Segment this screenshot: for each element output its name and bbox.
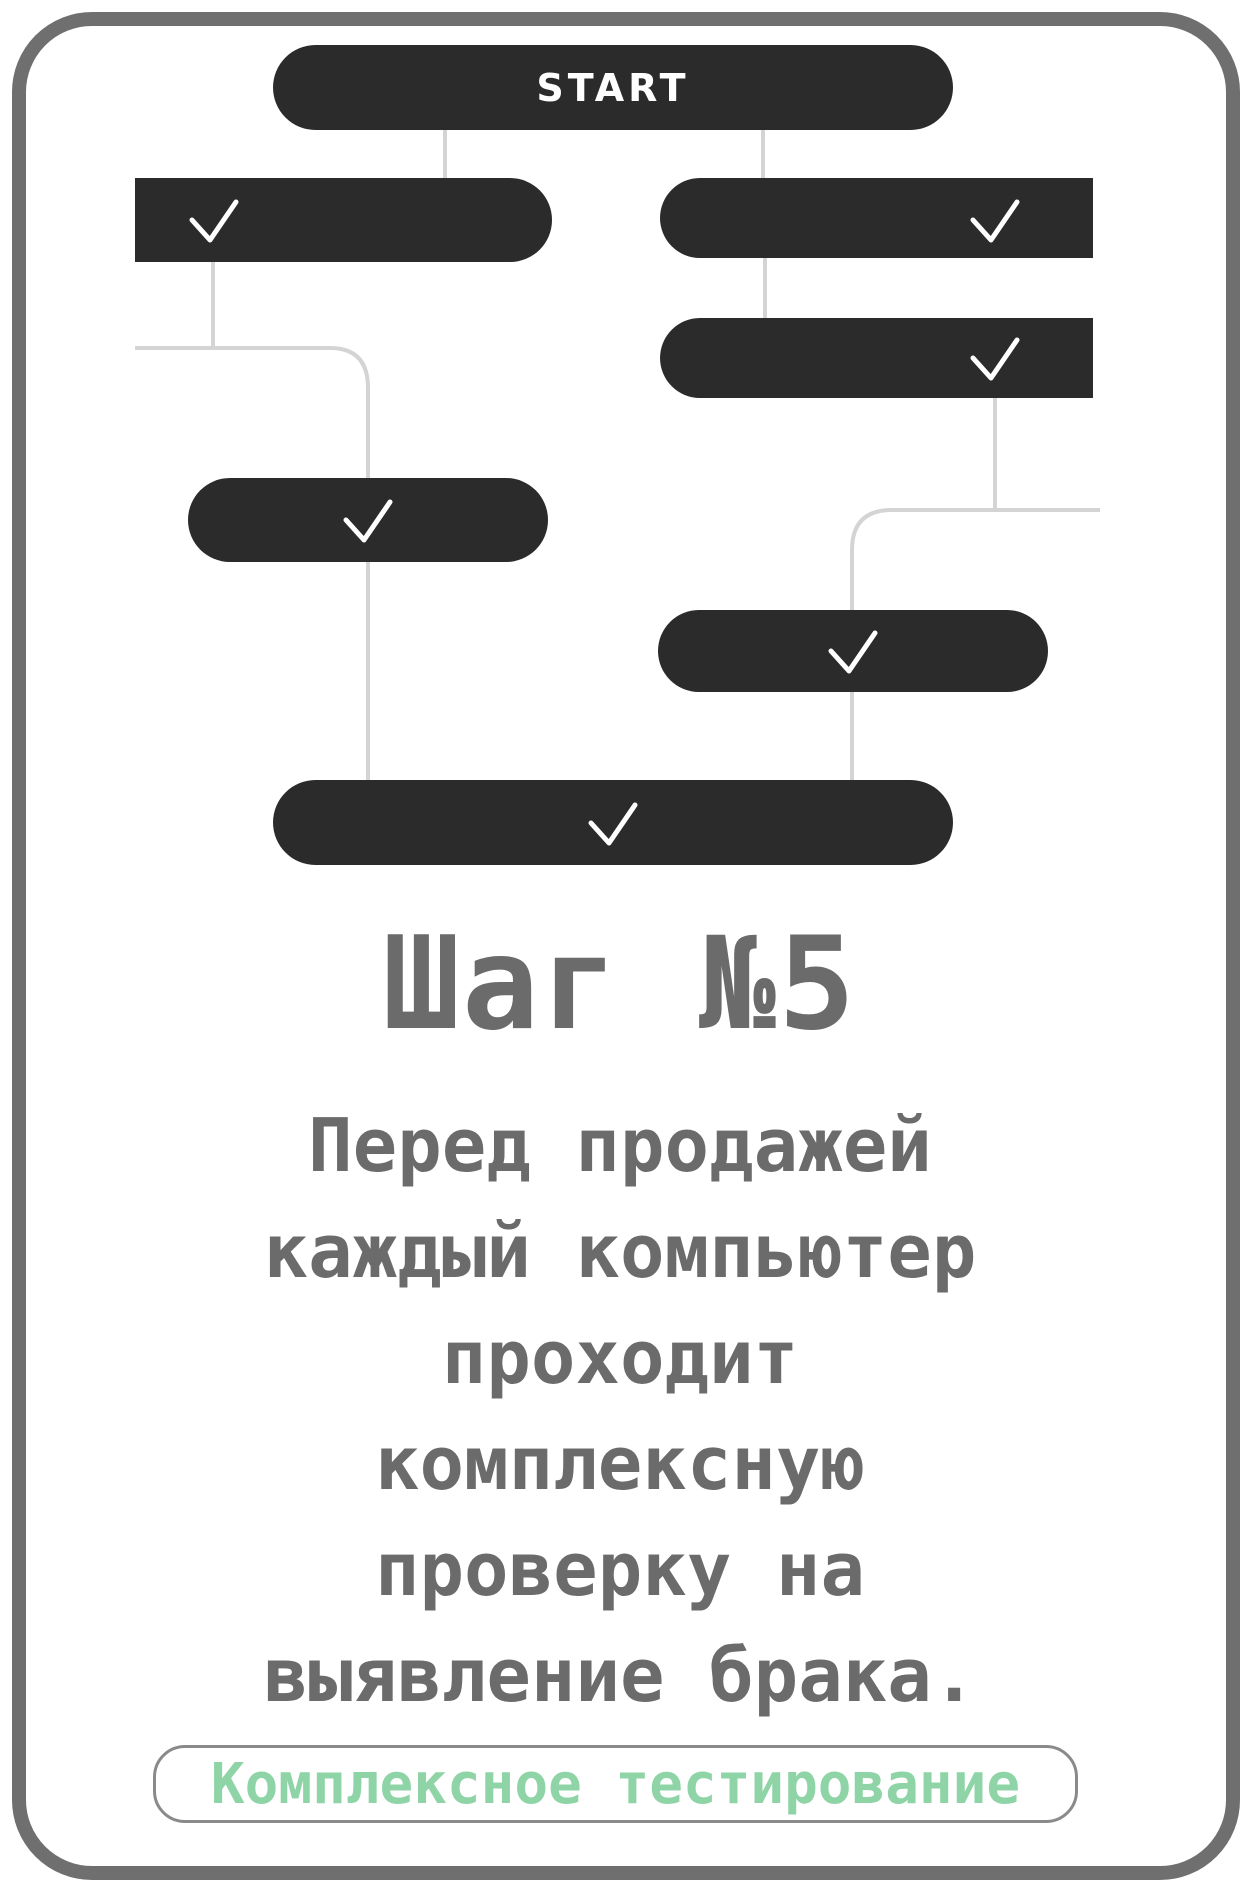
description-line: проверку на: [374, 1527, 866, 1613]
start-node: [273, 45, 953, 130]
flow-node-left-2: [188, 478, 548, 562]
step-description: Перед продажей каждый компьютер проходит…: [120, 1093, 1120, 1729]
description-line: Перед продажей: [308, 1103, 932, 1189]
checkmark-icon: [828, 630, 878, 674]
flow-node-left-1: [135, 178, 552, 262]
flow-node-right-2: [660, 318, 1093, 398]
process-flow-diagram: START: [135, 45, 1100, 865]
testing-badge: Комплексное тестирование: [153, 1745, 1078, 1823]
checkmark-icon: [970, 199, 1020, 243]
checkmark-icon: [588, 802, 638, 846]
checkmark-icon: [970, 337, 1020, 381]
description-line: комплексную: [374, 1421, 866, 1507]
connector-left1-left2: [135, 262, 370, 478]
flow-node-right-3: [658, 610, 1048, 692]
flow-node-final: [273, 780, 953, 865]
description-line: каждый компьютер: [263, 1209, 977, 1295]
checkmark-icon: [343, 499, 393, 543]
connector-right2-right3: [850, 398, 1100, 610]
description-line: выявление брака.: [263, 1633, 977, 1719]
flow-node-right-1: [660, 178, 1093, 258]
step-title: Шаг №5: [382, 910, 858, 1059]
start-label: START: [536, 66, 689, 110]
description-line: проходит: [441, 1315, 799, 1401]
checkmark-icon: [189, 199, 239, 243]
